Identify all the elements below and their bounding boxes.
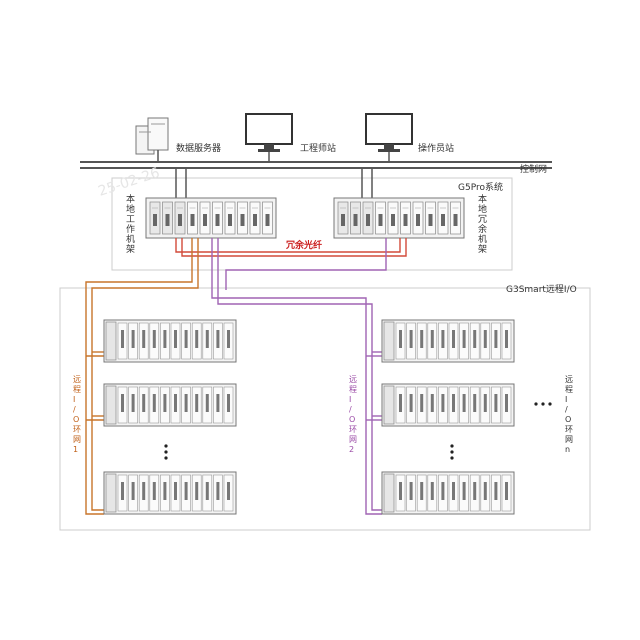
- controller-rack-icon: [333, 197, 465, 239]
- redundant-rack-label: 本地冗余机架: [478, 193, 487, 255]
- io-rack: [103, 319, 237, 363]
- io-ring-2-link: [211, 238, 387, 515]
- monitor-icon: [365, 113, 413, 162]
- network-drops: [175, 168, 373, 198]
- io-rack: [381, 383, 515, 427]
- local-rack-label: 本地工作机架: [126, 193, 135, 255]
- continuation-dots: [164, 402, 552, 460]
- controller-rack-icon: [145, 197, 277, 239]
- g5pro-system-label: G5Pro系统: [458, 181, 503, 193]
- redundant-fiber-label: 冗余光纤: [285, 239, 322, 251]
- server-icon: [135, 117, 169, 162]
- g3smart-io-frame: [59, 287, 591, 531]
- io-rack: [381, 471, 515, 515]
- monitor-icon: [245, 113, 293, 162]
- data-server-label: 数据服务器: [176, 142, 221, 154]
- io-rack: [381, 319, 515, 363]
- operator-station-label: 操作员站: [418, 142, 454, 154]
- io-rack: [103, 383, 237, 427]
- engineer-station-label: 工程师站: [300, 142, 336, 154]
- redundant-fiber-link: [175, 238, 407, 257]
- io-ring-1-link: [85, 238, 199, 515]
- control-network-label: 控制网: [520, 163, 547, 175]
- io-rack-icon: [103, 319, 515, 515]
- io-rack: [103, 471, 237, 515]
- g3smart-io-label: G3Smart远程I/O: [506, 284, 577, 295]
